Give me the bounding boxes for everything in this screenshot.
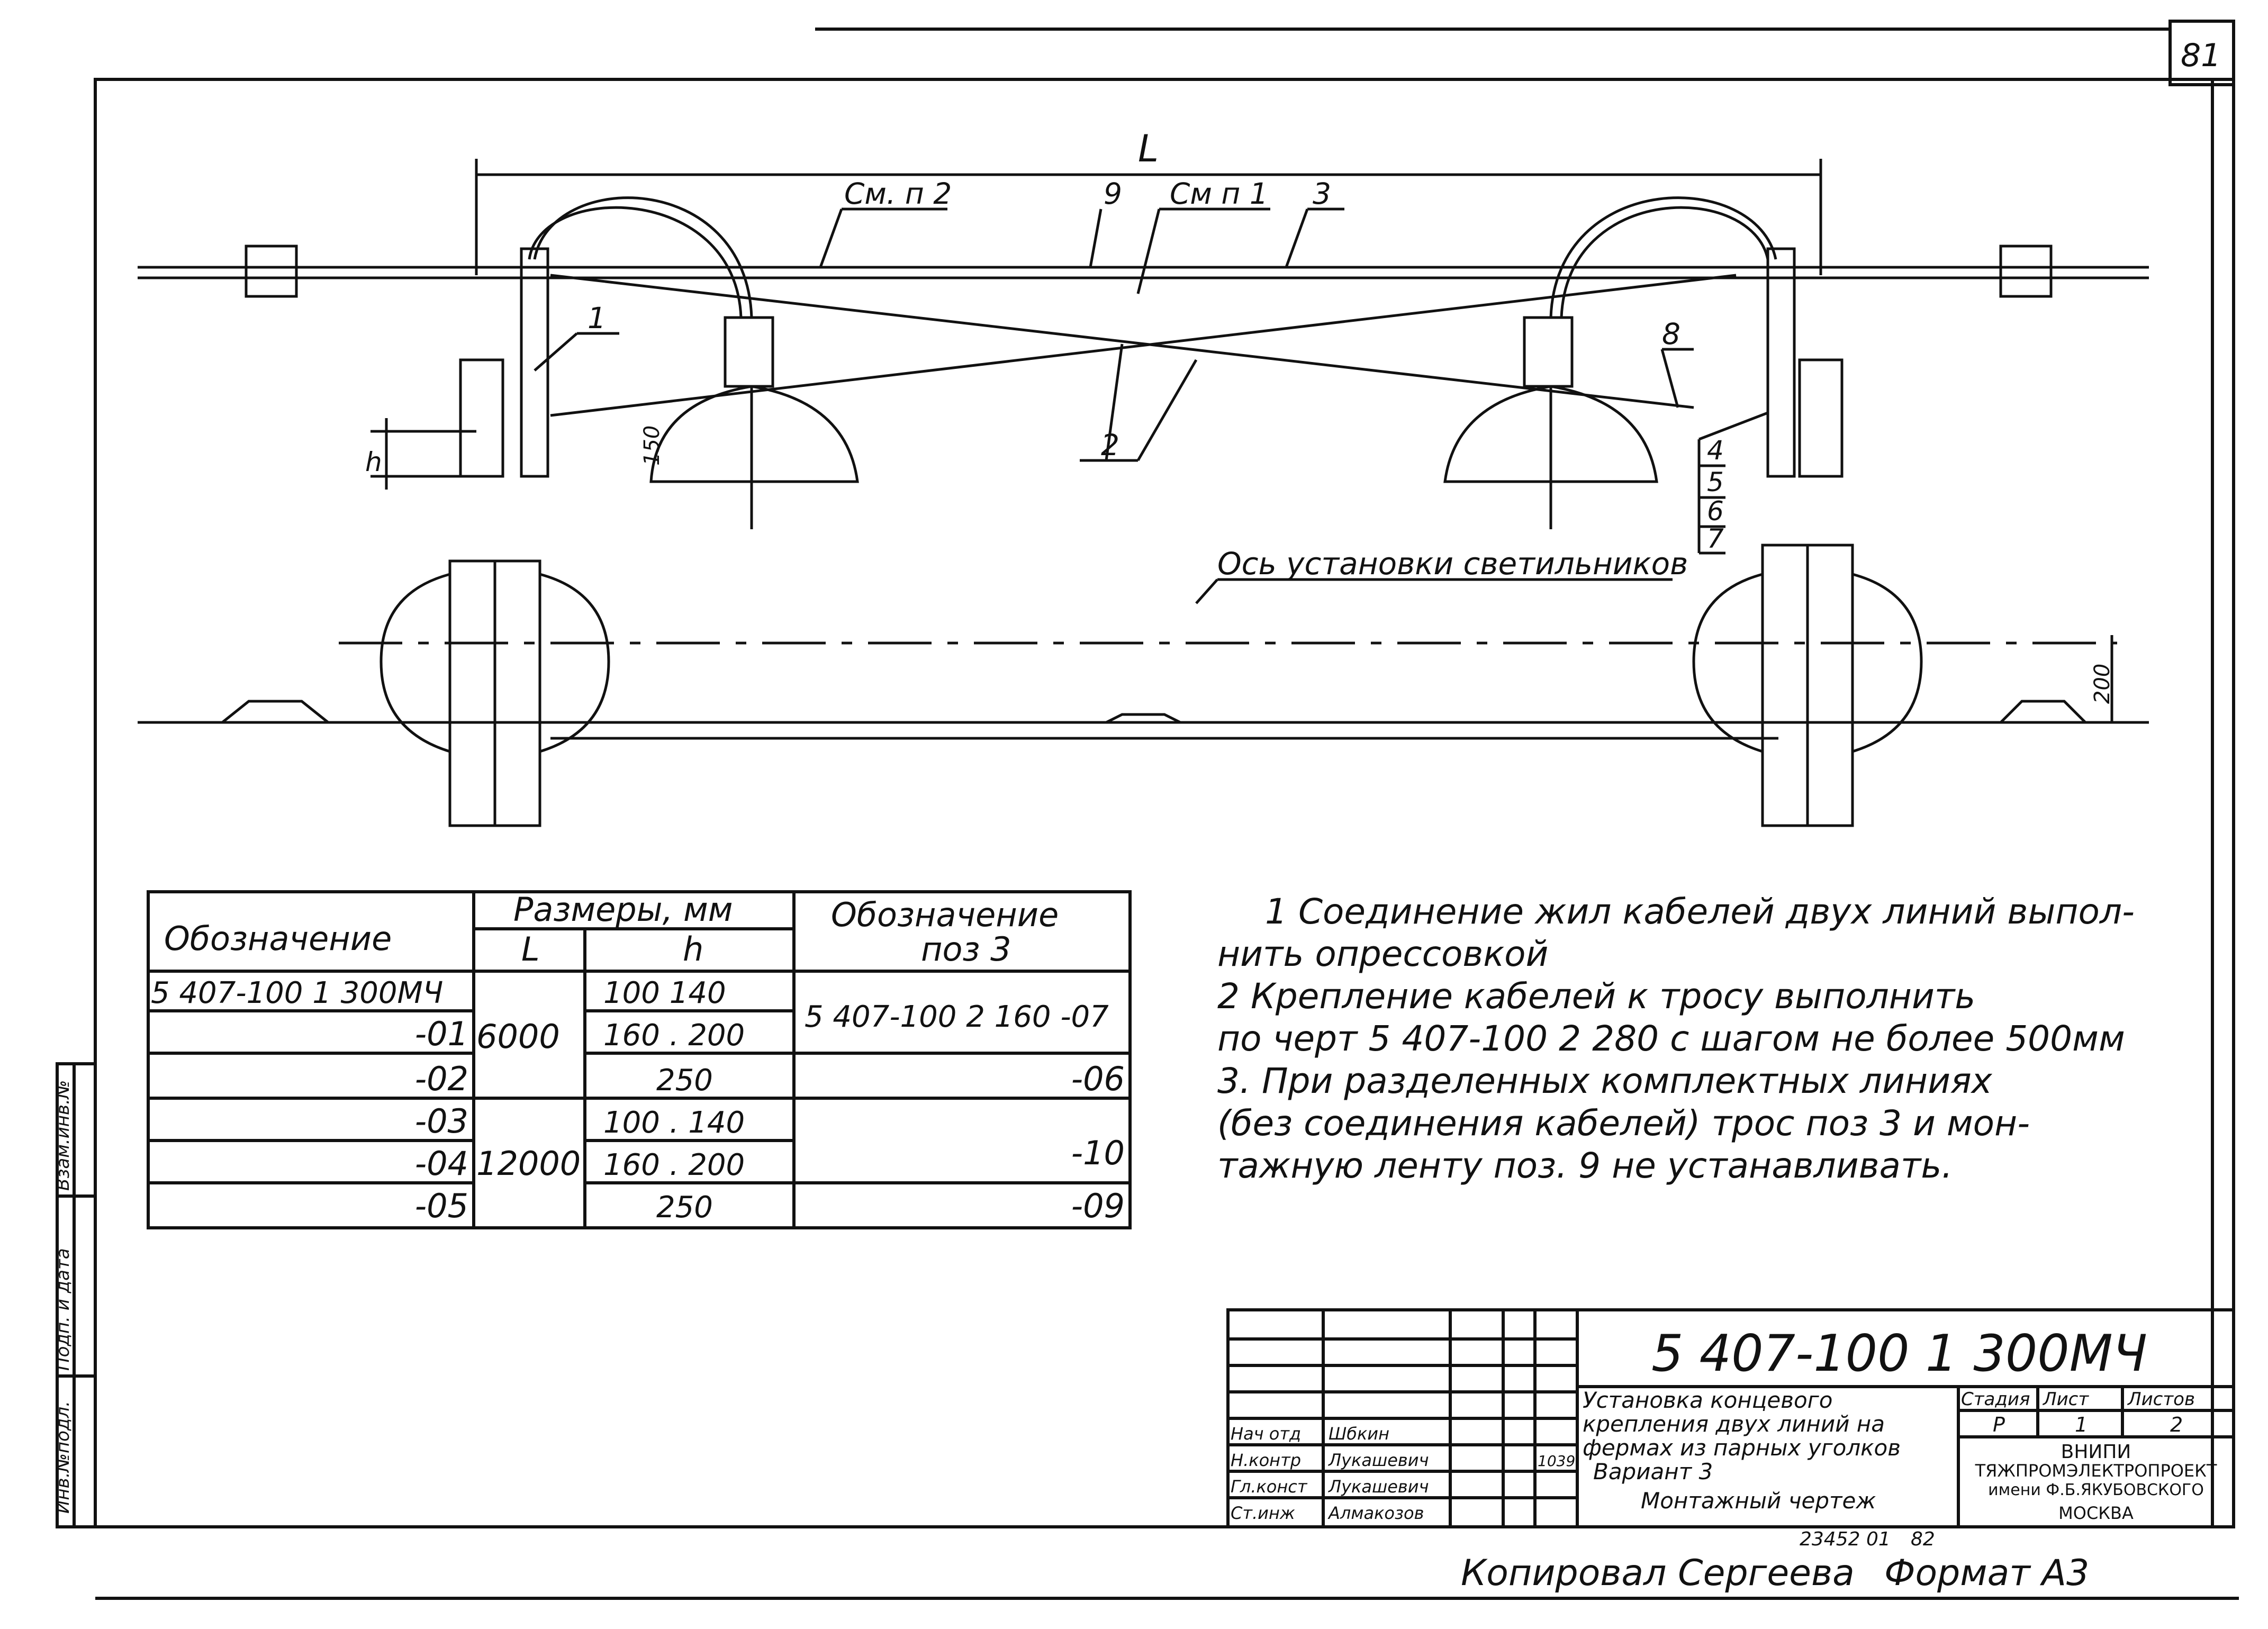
right-post: [1766, 247, 1796, 478]
note-line: 2 Крепление кабелей к тросу выполнить: [1217, 976, 1975, 1017]
dim-200-label: 200: [2090, 664, 2115, 704]
right-clamp: [1798, 358, 1844, 478]
title-line: Вариант 3: [1593, 1459, 1713, 1485]
table-row-designation: 5 407-100 1 300МЧ: [151, 976, 443, 1010]
callout-pos-8: 8: [1662, 317, 1680, 351]
org-line: ВНИПИ: [2061, 1441, 2131, 1463]
elevation-view: [138, 159, 2149, 555]
cable-box-right: [1999, 245, 2053, 298]
title-line: крепления двух линий на: [1583, 1411, 1885, 1437]
table-row-h: 250: [656, 1190, 713, 1225]
table-row-designation: -03: [415, 1102, 468, 1141]
table-row-h: 160 . 200: [603, 1148, 745, 1182]
table-pos3-value: -10: [1071, 1134, 1125, 1172]
table-row-designation: -04: [415, 1144, 468, 1183]
dim-L-label: L: [1138, 127, 1159, 170]
date-value: 1039: [1538, 1452, 1575, 1470]
table-header-pos3-line2: поз 3: [921, 930, 1011, 969]
table-row-h: 100 140: [603, 976, 726, 1010]
signature-name: Лукашевич: [1328, 1477, 1429, 1497]
table-pos3-value: -06: [1071, 1060, 1125, 1098]
side-label-inv: Инв.№подл.: [52, 1401, 74, 1514]
table-row-h: 250: [656, 1063, 713, 1098]
table-L-value: 12000: [476, 1144, 581, 1183]
callout-pos-5: 5: [1707, 467, 1724, 497]
plan-view: [138, 544, 2149, 827]
note-line: (без соединения кабелей) трос поз 3 и мо…: [1217, 1103, 2030, 1144]
dim-150-label: 150: [640, 426, 664, 466]
left-post: [520, 247, 549, 478]
stage-value: Р: [1993, 1413, 2005, 1436]
callout-pos-9: 9: [1104, 177, 1122, 211]
note-line: 1 Соединение жил кабелей двух линий выпо…: [1265, 891, 2135, 932]
callout-see-note-1: См п 1: [1170, 177, 1268, 211]
title-line: Установка концевого: [1583, 1387, 1832, 1413]
right-lamp-plan: [1692, 573, 1763, 753]
sheets-label: Листов: [2127, 1389, 2195, 1410]
org-line: имени Ф.Б.ЯКУБОВСКОГО: [1988, 1481, 2204, 1499]
sheet-value: 1: [2075, 1413, 2088, 1436]
page-ref: 82: [1911, 1528, 1935, 1550]
dim-h-label: h: [365, 447, 382, 477]
sheet-label: Лист: [2042, 1389, 2089, 1410]
side-label-replace: Взам.инв.№: [52, 1080, 74, 1191]
callout-pos-3: 3: [1313, 177, 1331, 211]
title-line: фермах из парных уголков: [1583, 1435, 1901, 1461]
signature-name: Алмакозов: [1327, 1503, 1424, 1523]
table-header-pos3-line1: Обозначение: [831, 895, 1059, 934]
table-L-value: 6000: [476, 1017, 560, 1056]
callout-pos-1: 1: [588, 301, 606, 335]
note-line: по черт 5 407-100 2 280 с шагом не более…: [1217, 1018, 2125, 1059]
sheet-number: 81: [2181, 37, 2221, 74]
signature-role: Н.контр: [1231, 1450, 1301, 1470]
left-clamp: [459, 358, 504, 478]
size-table: [147, 890, 1132, 1229]
doc-code: 5 407-100 1 300МЧ: [1651, 1325, 2147, 1383]
signature-role: Нач отд: [1231, 1424, 1301, 1444]
callout-pos-2: 2: [1101, 428, 1119, 462]
side-stamp: [56, 1062, 97, 1528]
sheets-value: 2: [2170, 1413, 2183, 1436]
table-header-designation: Обозначение: [164, 919, 392, 958]
table-row-h: 160 . 200: [603, 1018, 745, 1053]
callout-pos-6: 6: [1707, 496, 1724, 527]
table-header-L: L: [521, 930, 540, 969]
cable-box-left: [245, 245, 298, 298]
note-line: 3. При разделенных комплектных линиях: [1217, 1061, 1993, 1101]
signature-name: Шбкин: [1329, 1424, 1389, 1444]
table-row-designation: -01: [415, 1015, 468, 1053]
format-label: Формат А3: [1884, 1552, 2089, 1594]
callout-pos-7: 7: [1707, 523, 1724, 554]
axis-label: Ось установки светильников: [1217, 546, 1688, 582]
title-line: Монтажный чертеж: [1641, 1488, 1876, 1514]
right-arc-cable: [1549, 196, 1777, 318]
drawing-frame: [94, 78, 2235, 1528]
sheet-number-box: [2168, 20, 2235, 86]
org-line: ТЯЖПРОМЭЛЕКТРОПРОЕКТ: [1975, 1461, 2217, 1481]
table-header-h: h: [683, 930, 703, 969]
note-line: нить опрессовкой: [1217, 934, 1548, 974]
side-label-sign: Подп. и дата: [52, 1248, 74, 1371]
callout-pos-4: 4: [1707, 435, 1724, 466]
table-pos3-value: 5 407-100 2 160 -07: [805, 1000, 1109, 1034]
signature-role: Гл.конст: [1231, 1477, 1308, 1497]
stage-label: Стадия: [1961, 1389, 2030, 1410]
table-pos3-value: -09: [1071, 1187, 1125, 1225]
inventory-number: 23452 01: [1800, 1528, 1891, 1550]
table-row-designation: -02: [415, 1060, 468, 1098]
table-row-h: 100 . 140: [603, 1106, 745, 1140]
title-block: [1226, 1308, 2235, 1528]
table-row-designation: -05: [415, 1187, 468, 1225]
copied-by: Копировал Сергеева: [1461, 1552, 1855, 1594]
note-line: тажную ленту поз. 9 не устанавливать.: [1217, 1145, 1953, 1186]
signature-role: Ст.инж: [1231, 1503, 1295, 1523]
table-header-sizes: Размеры, мм: [513, 890, 733, 929]
callout-see-note-2: См. п 2: [844, 177, 952, 211]
left-lamp-plan: [379, 573, 450, 753]
signature-name: Лукашевич: [1328, 1450, 1429, 1470]
org-line: МОСКВА: [2058, 1503, 2134, 1523]
